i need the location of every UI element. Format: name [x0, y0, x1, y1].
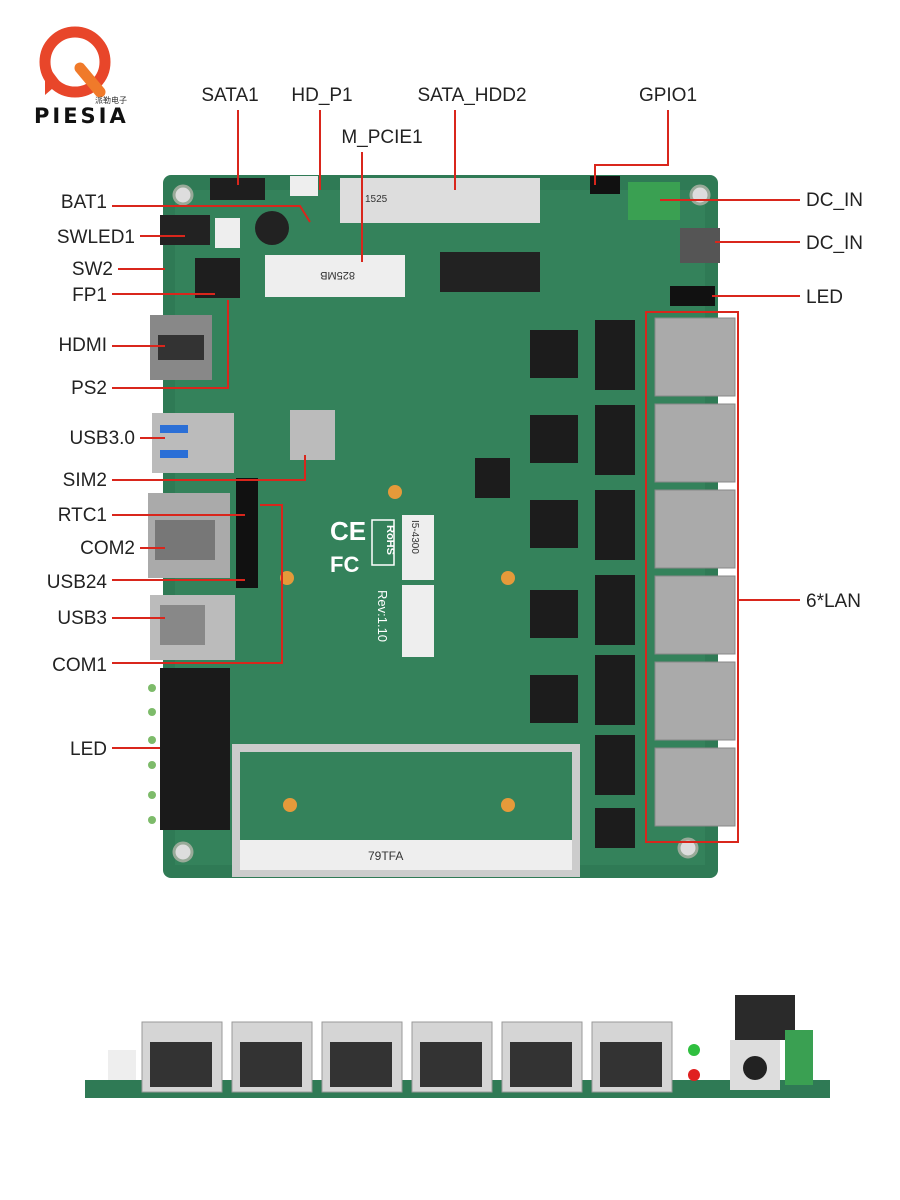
label-led-right: LED [806, 287, 843, 308]
label-fp1: FP1 [72, 285, 107, 306]
revision-mark: Rev:1.10 [375, 590, 390, 642]
motherboard-side-view [85, 995, 830, 1098]
label-hdmi: HDMI [58, 335, 107, 356]
label-dc-in-1: DC_IN [806, 190, 863, 211]
dimm-marking: 79TFA [368, 849, 403, 863]
label-sw2: SW2 [72, 259, 113, 280]
cpu-sticker: I5-4300 [409, 520, 420, 554]
label-usb3: USB3 [57, 608, 107, 629]
label-usb24: USB24 [47, 572, 108, 593]
fcc-mark: FC [330, 552, 359, 577]
mpcie-marking: 825MB [320, 269, 355, 281]
top-labels: SATA1 HD_P1 SATA_HDD2 GPIO1 M_PCIE1 [201, 85, 697, 148]
brand-name: PIESIA [34, 104, 129, 128]
label-m-pcie1: M_PCIE1 [341, 127, 422, 148]
right-labels: DC_IN DC_IN LED 6*LAN [806, 190, 863, 612]
label-bat1: BAT1 [61, 192, 107, 213]
rohs-mark: RoHS [384, 525, 396, 555]
label-hd-p1: HD_P1 [291, 85, 352, 106]
brand-sub: 派勒电子 [95, 95, 127, 105]
left-labels: BAT1 SWLED1 SW2 FP1 HDMI PS2 USB3.0 SIM2… [47, 192, 135, 760]
label-sata-hdd2: SATA_HDD2 [417, 85, 526, 106]
label-swled1: SWLED1 [57, 227, 135, 248]
piesia-logo: PIESIA 派勒电子 [34, 26, 129, 128]
label-led-left: LED [70, 739, 107, 760]
motherboard-top-view: 1525 825MB CE FC RoHS Rev:1.10 I5-4300 [148, 175, 736, 878]
label-6-lan: 6*LAN [806, 591, 861, 612]
ce-mark: CE [330, 516, 366, 546]
label-dc-in-2: DC_IN [806, 233, 863, 254]
label-com1: COM1 [52, 655, 107, 676]
label-com2: COM2 [80, 538, 135, 559]
label-rtc1: RTC1 [58, 505, 107, 526]
sata-marking: 1525 [365, 194, 388, 205]
label-gpio1: GPIO1 [639, 85, 697, 106]
label-sata1: SATA1 [201, 85, 258, 106]
label-usb3-0: USB3.0 [70, 428, 135, 449]
leader-lines [112, 110, 800, 843]
label-sim2: SIM2 [63, 470, 107, 491]
label-ps2: PS2 [71, 378, 107, 399]
